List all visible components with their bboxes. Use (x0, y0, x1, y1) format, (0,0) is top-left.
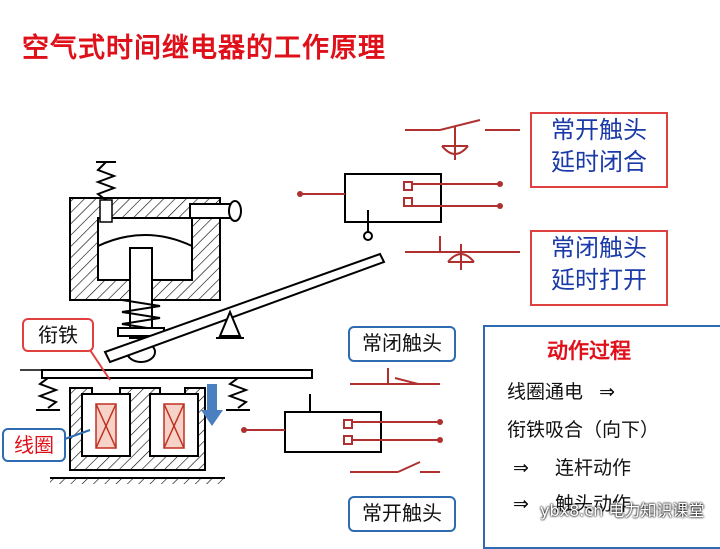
coil-cross-right (163, 403, 185, 449)
process-step: 衔铁吸合（向下） (507, 415, 659, 442)
callout-line: 延时打开 (551, 266, 647, 294)
label-no-contact: 常开触头 (348, 496, 456, 532)
label-armature: 衔铁 (22, 318, 94, 352)
label-coil: 线圈 (2, 428, 66, 462)
implies-icon: ⇒ (513, 457, 529, 479)
callout-line: 延时闭合 (551, 148, 647, 176)
armature-plate (20, 369, 313, 411)
down-arrow-icon (201, 384, 223, 426)
step-text: 线圈通电 (507, 381, 584, 403)
callout-line: 常闭触头 (551, 234, 647, 262)
label-nc-contact: 常闭触头 (348, 326, 456, 362)
nc-instant-symbol (350, 368, 440, 385)
process-title: 动作过程 (547, 339, 631, 363)
step-text: 连杆动作 (554, 457, 631, 479)
top-spring (95, 161, 117, 201)
process-step: 线圈通电 ⇒ (507, 377, 615, 404)
implies-icon: ⇒ (513, 493, 529, 515)
step-text: 触头动作 (554, 493, 631, 515)
process-step: ⇒ 连杆动作 (513, 453, 631, 480)
air-chamber (69, 197, 242, 301)
nc-delay-open-symbol (405, 236, 520, 270)
coil-cross-left (95, 403, 117, 449)
step-text: 衔铁吸合（向下） (507, 419, 660, 441)
callout-no-delay-close: 常开触头 延时闭合 (530, 112, 668, 188)
lever (103, 222, 386, 364)
process-step: ⇒ 触头动作 (513, 489, 631, 516)
lower-contact-block (241, 394, 443, 453)
page-title: 空气式时间继电器的工作原理 (22, 33, 386, 64)
electromagnet (50, 387, 225, 484)
watermark: ybx8.cn 电力知识课堂 (540, 501, 705, 520)
callout-line: 常开触头 (551, 116, 647, 144)
callout-nc-delay-open: 常闭触头 延时打开 (530, 230, 668, 306)
implies-icon: ⇒ (599, 381, 615, 403)
no-delay-close-symbol (405, 119, 520, 160)
no-instant-symbol (350, 461, 440, 473)
upper-contact-block (297, 173, 503, 223)
